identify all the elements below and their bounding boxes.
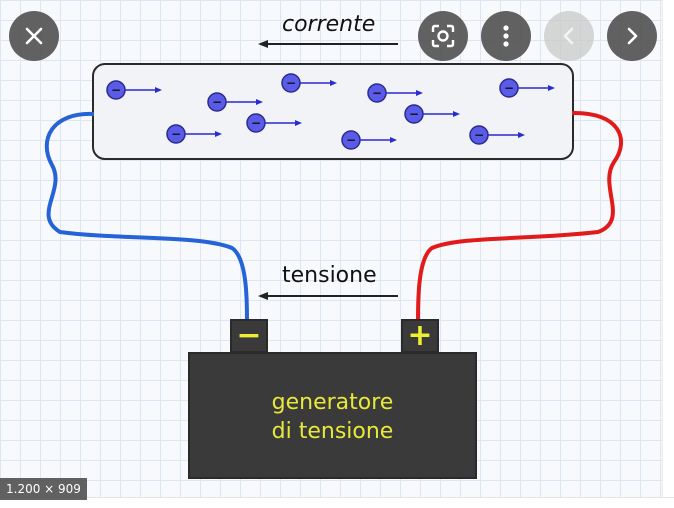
electron: − xyxy=(404,104,460,124)
electron: − xyxy=(166,124,222,144)
electron: − xyxy=(499,78,555,98)
close-button[interactable] xyxy=(9,11,59,61)
electron-sign: − xyxy=(372,86,382,100)
tension-direction-arrow xyxy=(258,292,398,300)
battery-label-line1: generatore xyxy=(271,390,394,415)
conductor-tube xyxy=(92,63,574,160)
negative-terminal: − xyxy=(230,319,268,353)
image-size-badge: 1.200 × 909 xyxy=(0,478,87,500)
negative-wire xyxy=(44,111,249,322)
viewer-edge xyxy=(662,0,674,507)
electrons-group: − − − − − − − − − − xyxy=(106,73,555,150)
electron-sign: − xyxy=(212,95,222,109)
positive-wire xyxy=(416,110,624,322)
electron: − xyxy=(246,113,302,133)
electron-sign: − xyxy=(474,128,484,142)
electron-sign: − xyxy=(504,81,514,95)
chevron-left-icon xyxy=(563,27,574,45)
close-icon xyxy=(25,27,43,45)
electron: − xyxy=(106,80,162,100)
electron: − xyxy=(341,130,397,150)
tension-label: tensione xyxy=(282,263,377,288)
more-vert-icon xyxy=(503,25,509,47)
current-label: corrente xyxy=(282,12,376,37)
battery-label-line2: di tensione xyxy=(271,419,394,444)
electron: − xyxy=(367,83,423,103)
visual-search-button[interactable] xyxy=(418,11,468,61)
next-image-button[interactable] xyxy=(607,11,657,61)
current-direction-arrow xyxy=(258,40,398,48)
electron-sign: − xyxy=(171,127,181,141)
electron-sign: − xyxy=(346,133,356,147)
viewer-bottom-edge xyxy=(0,497,674,508)
previous-image-button[interactable] xyxy=(544,11,594,61)
electron-sign: − xyxy=(286,76,296,90)
positive-terminal: + xyxy=(401,319,439,353)
electron-sign: − xyxy=(111,83,121,97)
lens-icon xyxy=(431,24,455,48)
more-options-button[interactable] xyxy=(481,11,531,61)
chevron-right-icon xyxy=(627,27,638,45)
electron: − xyxy=(207,92,263,112)
electron: − xyxy=(469,125,525,145)
electron: − xyxy=(281,73,337,93)
battery xyxy=(188,352,477,479)
electron-sign: − xyxy=(251,116,261,130)
electron-sign: − xyxy=(409,107,419,121)
